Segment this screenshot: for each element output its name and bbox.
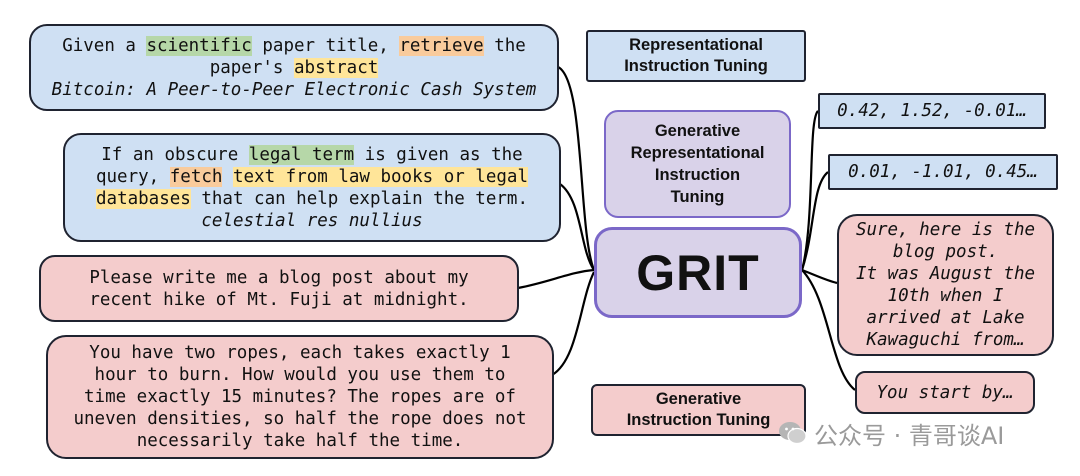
highlight-domain: legal term (248, 144, 355, 165)
rep-tuning-box: Representational Instruction Tuning (586, 30, 806, 82)
embedding-values-1: 0.42, 1.52, -0.01… (837, 101, 1027, 121)
blog-output-line-5: arrived at Lake (866, 308, 1025, 328)
legal-line-1: If an obscure legal term is given as the (101, 144, 523, 165)
ropes-output-text: You start by… (876, 382, 1014, 403)
gen-tuning-line-1: Generative (655, 390, 742, 408)
gen-tuning-box: Generative Instruction Tuning (591, 384, 806, 436)
gen-tuning-line-2: Instruction Tuning (626, 411, 771, 429)
connector-ropes-output (801, 269, 856, 391)
connector-blog-request (517, 268, 595, 290)
blog-output-line-4: 10th when I (887, 286, 1004, 306)
watermark-text: 公众号 · 青哥谈AI (814, 421, 1005, 450)
grit-tuning-line-3: Instruction (654, 166, 741, 184)
ropes-line-5: necessarily take half the time. (136, 431, 464, 451)
embedding-values-2: 0.01, -1.01, 0.45… (848, 162, 1038, 182)
connector-embedding1 (800, 110, 819, 271)
ropes-line-2: hour to burn. How would you use them to (94, 365, 506, 385)
wechat-icon (779, 422, 807, 445)
watermark: 公众号 · 青哥谈AI (778, 417, 1005, 450)
highlight-unit: databases (96, 188, 191, 209)
ropes-line-3: time exactly 15 minutes? The ropes are o… (84, 387, 516, 407)
legal-retrieval-box: If an obscure legal term is given as the… (63, 133, 561, 242)
blog-request-line-2: recent hike of Mt. Fuji at midnight. (89, 289, 469, 310)
scientific-example: Bitcoin: A Peer-to-Peer Electronic Cash … (51, 79, 537, 100)
highlight-domain: scientific (146, 35, 252, 56)
legal-line-2: query, fetch text from law books or lega… (95, 166, 528, 187)
connector-scientific (557, 66, 596, 271)
highlight-unit: text from law books or legal (232, 166, 528, 187)
embedding-output-1: 0.42, 1.52, -0.01… (818, 93, 1046, 129)
embedding-output-2: 0.01, -1.01, 0.45… (828, 154, 1058, 190)
grit-tuning-line-4: Tuning (670, 188, 725, 206)
ropes-line-1: You have two ropes, each takes exactly 1 (89, 343, 511, 363)
rep-tuning-line-1: Representational (629, 36, 763, 54)
connector-legal (559, 183, 595, 271)
grit-model-box: GRIT (594, 227, 802, 318)
blog-request-box: Please write me a blog post about my rec… (39, 255, 519, 322)
blog-output-line-1: Sure, here is the (855, 220, 1036, 240)
grit-tuning-line-1: Generative (654, 122, 741, 140)
highlight-task: fetch (169, 166, 223, 187)
legal-line-3: databases that can help explain the term… (96, 188, 528, 209)
legal-example: celestial res nullius (201, 210, 423, 231)
scientific-retrieval-box: Given a scientific paper title, retrieve… (29, 24, 559, 111)
blog-output-line-3: It was August the (855, 264, 1036, 284)
ropes-output-box: You start by… (855, 371, 1035, 414)
rep-tuning-line-2: Instruction Tuning (624, 57, 768, 75)
blog-output-line-2: blog post. (892, 242, 999, 262)
grit-tuning-box: Generative Representational Instruction … (604, 110, 791, 218)
highlight-unit: abstract (294, 57, 379, 78)
connector-blog-output (801, 268, 838, 285)
connector-ropes (551, 271, 595, 376)
scientific-line-2: paper's abstract (209, 57, 379, 78)
ropes-line-4: uneven densities, so half the rope does … (73, 409, 527, 429)
blog-output-line-6: Kawaguchi from… (866, 330, 1025, 350)
highlight-task: retrieve (399, 35, 484, 56)
grit-label: GRIT (636, 244, 760, 301)
grit-tuning-line-2: Representational (630, 144, 765, 162)
ropes-puzzle-box: You have two ropes, each takes exactly 1… (46, 335, 554, 459)
blog-output-box: Sure, here is the blog post. It was Augu… (837, 214, 1054, 356)
blog-request-line-1: Please write me a blog post about my (89, 267, 469, 288)
connector-embedding2 (800, 171, 829, 271)
scientific-line-1: Given a scientific paper title, retrieve… (62, 35, 526, 56)
